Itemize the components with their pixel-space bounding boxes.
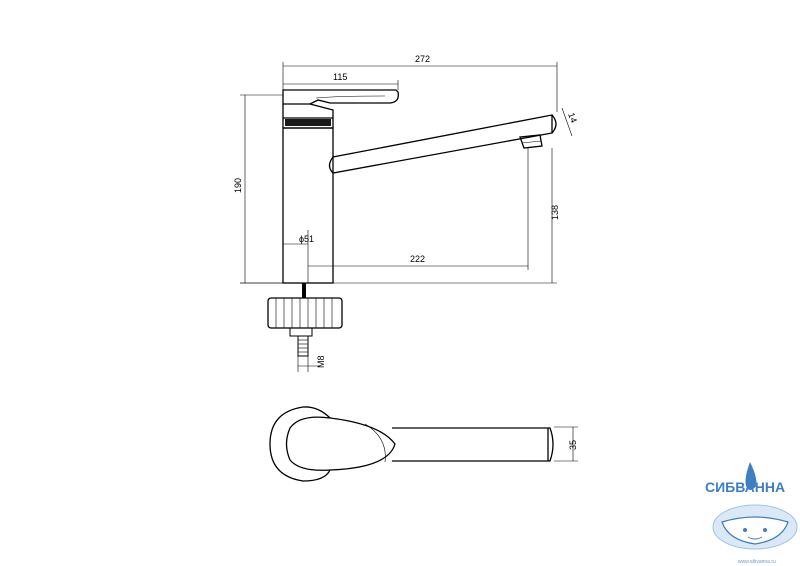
brand-logo: СИБВАННА www.sibvanna.ru	[705, 462, 798, 565]
dim-115: 115	[333, 72, 347, 82]
top-spout	[392, 427, 554, 462]
logo-name: СИБВАННА	[705, 479, 785, 495]
logo-url: www.sibvanna.ru	[738, 559, 776, 565]
dimension-lines	[240, 62, 578, 462]
handle-lever	[282, 89, 399, 105]
chrome-ring	[285, 119, 331, 126]
bathtub-icon	[721, 516, 789, 545]
spout	[328, 114, 553, 174]
side-view	[267, 89, 557, 357]
dim-35: 35	[568, 440, 578, 450]
top-view	[269, 406, 554, 482]
base-outline	[269, 406, 331, 482]
dim-138: 138	[550, 205, 560, 220]
dim-272: 272	[415, 54, 430, 64]
dim-phi51: ϕ51	[299, 234, 314, 244]
dim-14: 14	[566, 111, 579, 124]
mounting-nut	[267, 297, 343, 337]
top-handle	[285, 416, 396, 471]
droplet-icon	[745, 462, 757, 490]
threaded-stud	[297, 335, 309, 357]
aerator	[519, 134, 543, 149]
dim-190: 190	[233, 178, 243, 193]
dim-m8: M8	[316, 355, 326, 368]
dim-222: 222	[410, 254, 425, 264]
